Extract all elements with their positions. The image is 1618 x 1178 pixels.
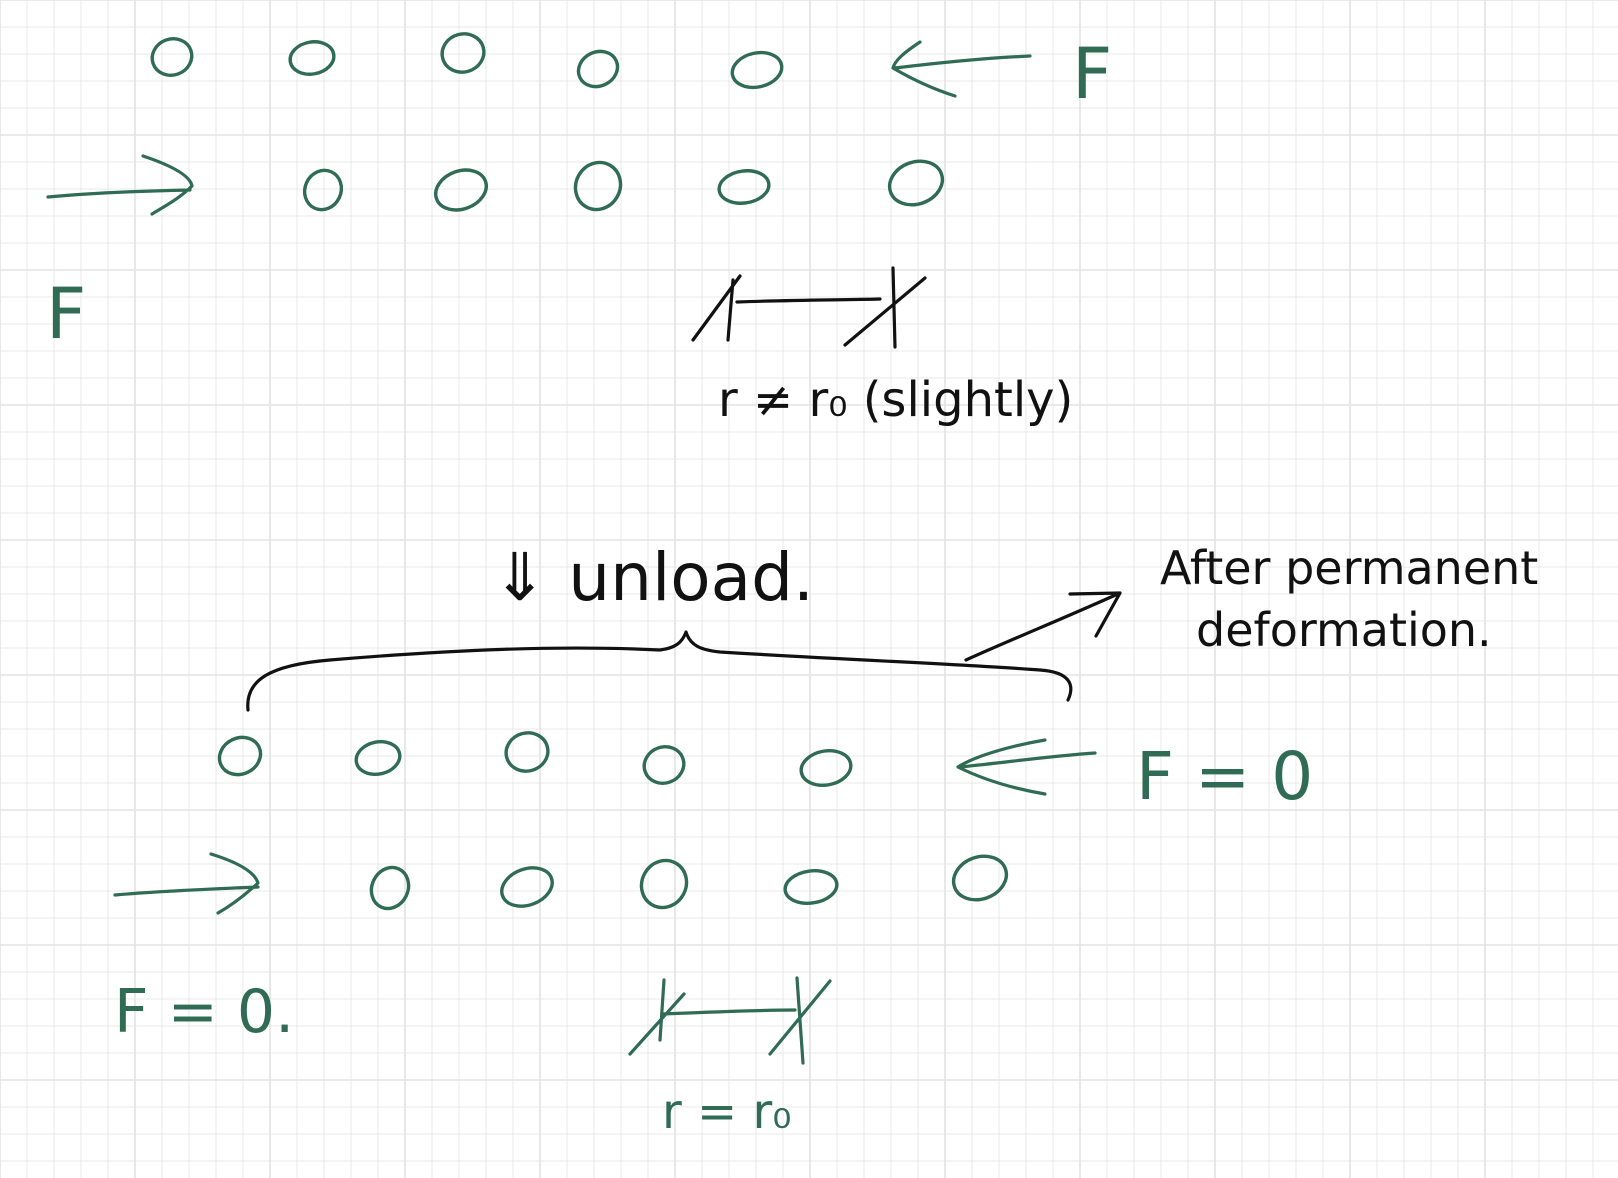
atom bbox=[369, 865, 411, 911]
spacing-label-bottom: r = r₀ bbox=[662, 1084, 791, 1140]
atom bbox=[951, 854, 1009, 902]
spacing-marker-top bbox=[691, 266, 927, 349]
atom bbox=[440, 32, 486, 74]
force-label-right: F = 0 bbox=[1136, 738, 1313, 815]
atom bbox=[799, 749, 853, 787]
atom bbox=[504, 731, 550, 773]
atom bbox=[288, 40, 336, 76]
spacing-label-top: r ≠ r₀ (slightly) bbox=[718, 372, 1073, 428]
note-line-2: deformation. bbox=[1196, 603, 1492, 657]
atom bbox=[217, 735, 263, 777]
top-panel: F F r ≠ r₀ (slightly) bbox=[46, 32, 1112, 428]
atom bbox=[639, 858, 689, 910]
callout-arrow bbox=[964, 591, 1122, 662]
force-label-right: F bbox=[1072, 33, 1112, 115]
left-pointing-force-arrow bbox=[956, 738, 1097, 796]
right-pointing-force-arrow bbox=[113, 852, 260, 915]
bottom-row-1-atoms bbox=[217, 731, 853, 787]
transition: ⇓ unload. After permanent deformation. bbox=[246, 539, 1538, 712]
force-label-left: F bbox=[46, 273, 86, 355]
atom bbox=[150, 37, 194, 77]
bottom-panel: F = 0 F = 0. r = r₀ bbox=[113, 731, 1313, 1140]
atom bbox=[354, 739, 402, 777]
atom bbox=[783, 869, 839, 905]
bottom-row-2-atoms bbox=[369, 854, 1009, 911]
unload-label: ⇓ unload. bbox=[492, 539, 814, 616]
top-row-1-atoms bbox=[150, 32, 784, 90]
atom bbox=[302, 168, 344, 212]
right-pointing-force-arrow bbox=[46, 154, 194, 216]
atom bbox=[434, 168, 488, 212]
atom bbox=[573, 160, 623, 212]
top-row-2-atoms bbox=[302, 159, 945, 212]
note-line-1: After permanent bbox=[1160, 541, 1538, 595]
atom bbox=[642, 745, 686, 785]
left-pointing-force-arrow bbox=[891, 40, 1032, 98]
atom bbox=[730, 50, 784, 90]
force-label-left: F = 0. bbox=[114, 977, 294, 1047]
atom bbox=[576, 49, 620, 89]
atom bbox=[717, 169, 771, 205]
atom bbox=[887, 159, 945, 207]
atom bbox=[500, 866, 554, 908]
grouping-brace bbox=[246, 630, 1073, 712]
spacing-marker-bottom bbox=[628, 976, 832, 1065]
